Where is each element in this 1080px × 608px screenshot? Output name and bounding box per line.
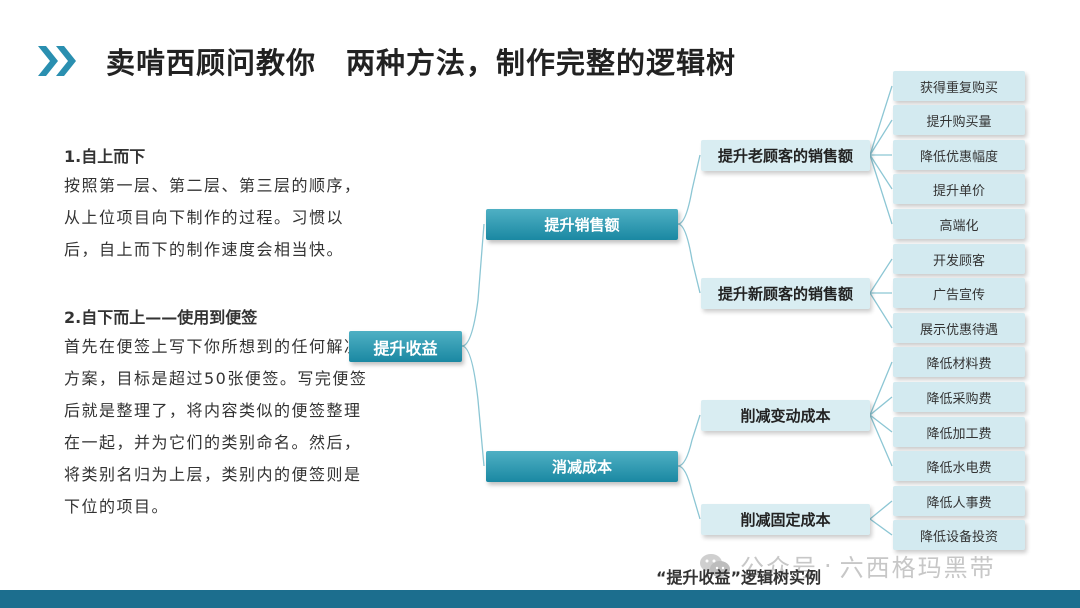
footer-band — [0, 590, 1080, 608]
method-2-body: 首先在便签上写下你所想到的任何解决方案，目标是超过50张便签。写完便签后就是整理… — [64, 337, 368, 516]
double-chevron-icon — [38, 46, 76, 76]
tree-node-variable-costs: 削减变动成本 — [701, 400, 870, 431]
tree-leaf: 降低水电费 — [893, 451, 1025, 481]
tree-leaf: 获得重复购买 — [893, 71, 1025, 101]
tree-leaf: 展示优惠待遇 — [893, 313, 1025, 343]
tree-node-reduce-costs: 消减成本 — [486, 451, 678, 482]
tree-leaf: 降低采购费 — [893, 382, 1025, 412]
watermark-separator: · — [824, 551, 834, 580]
tree-leaf: 降低材料费 — [893, 347, 1025, 377]
figure-caption: “提升收益”逻辑树实例 — [656, 568, 822, 587]
watermark-left-text: 公众号 — [740, 554, 818, 582]
watermark: 公众号 · 六西格玛黑带 — [698, 548, 996, 583]
method-1-body: 按照第一层、第二层、第三层的顺序，从上位项目向下制作的过程。习惯以后，自上而下的… — [64, 176, 362, 259]
tree-leaf: 高端化 — [893, 209, 1025, 239]
tree-node-existing-customer-sales: 提升老顾客的销售额 — [701, 140, 870, 171]
wechat-icon — [700, 553, 730, 577]
tree-leaf: 提升单价 — [893, 174, 1025, 204]
tree-leaf: 降低加工费 — [893, 417, 1025, 447]
watermark-right-text: 六西格玛黑带 — [839, 554, 996, 582]
tree-root-node: 提升收益 — [349, 331, 462, 362]
slide-title: 卖啃西顾问教你 两种方法，制作完整的逻辑树 — [106, 46, 737, 80]
tree-node-fixed-costs: 削减固定成本 — [701, 504, 870, 535]
tree-leaf: 提升购买量 — [893, 105, 1025, 135]
tree-leaf: 降低设备投资 — [893, 520, 1025, 550]
method-1-heading: 1.自上而下 — [64, 147, 146, 166]
tree-leaf: 开发顾客 — [893, 244, 1025, 274]
tree-leaf: 降低优惠幅度 — [893, 140, 1025, 170]
slide-header: 卖啃西顾问教你 两种方法，制作完整的逻辑树 — [36, 36, 736, 86]
tree-leaf: 降低人事费 — [893, 486, 1025, 516]
tree-node-increase-sales: 提升销售额 — [486, 209, 678, 240]
tree-leaf: 广告宣传 — [893, 278, 1025, 308]
tree-node-new-customer-sales: 提升新顾客的销售额 — [701, 278, 870, 309]
method-2-heading: 2.自下而上——使用到便签 — [64, 308, 258, 327]
